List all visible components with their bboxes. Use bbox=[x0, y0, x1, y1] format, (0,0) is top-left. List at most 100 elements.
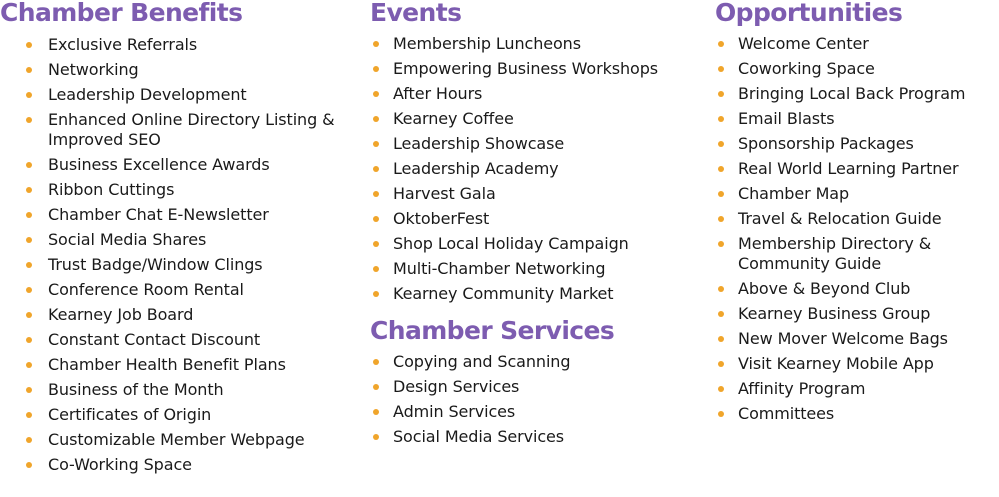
list-item-label: Networking bbox=[48, 60, 139, 79]
bullet-icon bbox=[373, 291, 379, 297]
bullet-icon bbox=[718, 411, 724, 417]
list-item: Coworking Space bbox=[715, 59, 999, 79]
list-item-label: Business Excellence Awards bbox=[48, 155, 270, 174]
list-item-label: Leadership Showcase bbox=[393, 134, 565, 153]
bullet-icon bbox=[718, 41, 724, 47]
list-item: Networking bbox=[0, 60, 345, 80]
list-item: Conference Room Rental bbox=[0, 280, 345, 300]
bullet-icon bbox=[373, 266, 379, 272]
bullet-icon bbox=[373, 409, 379, 415]
list-item-label: Co-Working Space bbox=[48, 455, 192, 474]
list-item: Enhanced Online Directory Listing & Impr… bbox=[0, 110, 345, 150]
list-item: Constant Contact Discount bbox=[0, 330, 345, 350]
bullet-icon bbox=[373, 191, 379, 197]
list-item-label: Exclusive Referrals bbox=[48, 35, 198, 54]
list-item-label: Social Media Services bbox=[393, 427, 565, 446]
list-item: Leadership Academy bbox=[370, 159, 700, 179]
list-item-label: Chamber Map bbox=[738, 184, 850, 203]
list-item: Copying and Scanning bbox=[370, 352, 700, 372]
list-item: Trust Badge/Window Clings bbox=[0, 255, 345, 275]
list-item-label: Design Services bbox=[393, 377, 520, 396]
list-item: Social Media Services bbox=[370, 427, 700, 447]
bullet-icon bbox=[718, 66, 724, 72]
list-item: OktoberFest bbox=[370, 209, 700, 229]
list-item: Kearney Coffee bbox=[370, 109, 700, 129]
list-item: Certificates of Origin bbox=[0, 405, 345, 425]
list-item-label: Kearney Coffee bbox=[393, 109, 514, 128]
list-item: Multi-Chamber Networking bbox=[370, 259, 700, 279]
list-item: Kearney Community Market bbox=[370, 284, 700, 304]
list-item-label: Shop Local Holiday Campaign bbox=[393, 234, 629, 253]
list-item: Leadership Development bbox=[0, 85, 345, 105]
bullet-icon bbox=[26, 412, 32, 418]
opportunities-heading: Opportunities bbox=[715, 0, 903, 27]
list-item: Admin Services bbox=[370, 402, 700, 422]
bullet-icon bbox=[373, 359, 379, 365]
list-item-label: Coworking Space bbox=[738, 59, 875, 78]
bullet-icon bbox=[26, 362, 32, 368]
bullet-icon bbox=[26, 437, 32, 443]
list-item-label: Business of the Month bbox=[48, 380, 224, 399]
list-item: Exclusive Referrals bbox=[0, 35, 345, 55]
list-item: Visit Kearney Mobile App bbox=[715, 354, 999, 374]
list-item: Membership Directory & Community Guide bbox=[715, 234, 999, 274]
bullet-icon bbox=[26, 212, 32, 218]
list-item: After Hours bbox=[370, 84, 700, 104]
list-item: Empowering Business Workshops bbox=[370, 59, 700, 79]
list-item-label: Leadership Development bbox=[48, 85, 247, 104]
bullet-icon bbox=[26, 287, 32, 293]
list-item: Customizable Member Webpage bbox=[0, 430, 345, 450]
list-item-label: Kearney Job Board bbox=[48, 305, 194, 324]
list-item: Membership Luncheons bbox=[370, 34, 700, 54]
list-item: Travel & Relocation Guide bbox=[715, 209, 999, 229]
bullet-icon bbox=[373, 66, 379, 72]
bullet-icon bbox=[373, 384, 379, 390]
list-item: Committees bbox=[715, 404, 999, 424]
bullet-icon bbox=[718, 166, 724, 172]
chamber-services-heading: Chamber Services bbox=[370, 316, 615, 345]
bullet-icon bbox=[26, 337, 32, 343]
bullet-icon bbox=[373, 241, 379, 247]
bullet-icon bbox=[718, 91, 724, 97]
list-item-label: Real World Learning Partner bbox=[738, 159, 959, 178]
bullet-icon bbox=[26, 117, 32, 123]
list-item: Social Media Shares bbox=[0, 230, 345, 250]
list-item-label: After Hours bbox=[393, 84, 483, 103]
bullet-icon bbox=[718, 361, 724, 367]
list-item: New Mover Welcome Bags bbox=[715, 329, 999, 349]
list-item-label: Enhanced Online Directory Listing & Impr… bbox=[48, 110, 335, 149]
list-item-label: Constant Contact Discount bbox=[48, 330, 261, 349]
bullet-icon bbox=[26, 42, 32, 48]
bullet-icon bbox=[718, 286, 724, 292]
list-item-label: Ribbon Cuttings bbox=[48, 180, 175, 199]
bullet-icon bbox=[26, 187, 32, 193]
list-item: Chamber Map bbox=[715, 184, 999, 204]
list-item-label: Sponsorship Packages bbox=[738, 134, 914, 153]
bullet-icon bbox=[26, 462, 32, 468]
list-item-label: Affinity Program bbox=[738, 379, 866, 398]
list-item-label: OktoberFest bbox=[393, 209, 490, 228]
bullet-icon bbox=[26, 262, 32, 268]
bullet-icon bbox=[373, 434, 379, 440]
list-item: Ribbon Cuttings bbox=[0, 180, 345, 200]
chamber-benefits-heading: Chamber Benefits bbox=[0, 0, 243, 27]
list-item: Harvest Gala bbox=[370, 184, 700, 204]
list-item-label: Leadership Academy bbox=[393, 159, 559, 178]
list-item: Co-Working Space bbox=[0, 455, 345, 475]
list-item-label: Certificates of Origin bbox=[48, 405, 212, 424]
bullet-icon bbox=[373, 166, 379, 172]
list-item-label: Empowering Business Workshops bbox=[393, 59, 658, 78]
bullet-icon bbox=[718, 116, 724, 122]
list-item-label: Committees bbox=[738, 404, 835, 423]
bullet-icon bbox=[718, 191, 724, 197]
list-item: Real World Learning Partner bbox=[715, 159, 999, 179]
list-item-label: Conference Room Rental bbox=[48, 280, 244, 299]
list-item: Email Blasts bbox=[715, 109, 999, 129]
list-item-label: New Mover Welcome Bags bbox=[738, 329, 948, 348]
list-item: Business Excellence Awards bbox=[0, 155, 345, 175]
list-item-label: Membership Directory & Community Guide bbox=[738, 234, 932, 273]
bullet-icon bbox=[26, 67, 32, 73]
